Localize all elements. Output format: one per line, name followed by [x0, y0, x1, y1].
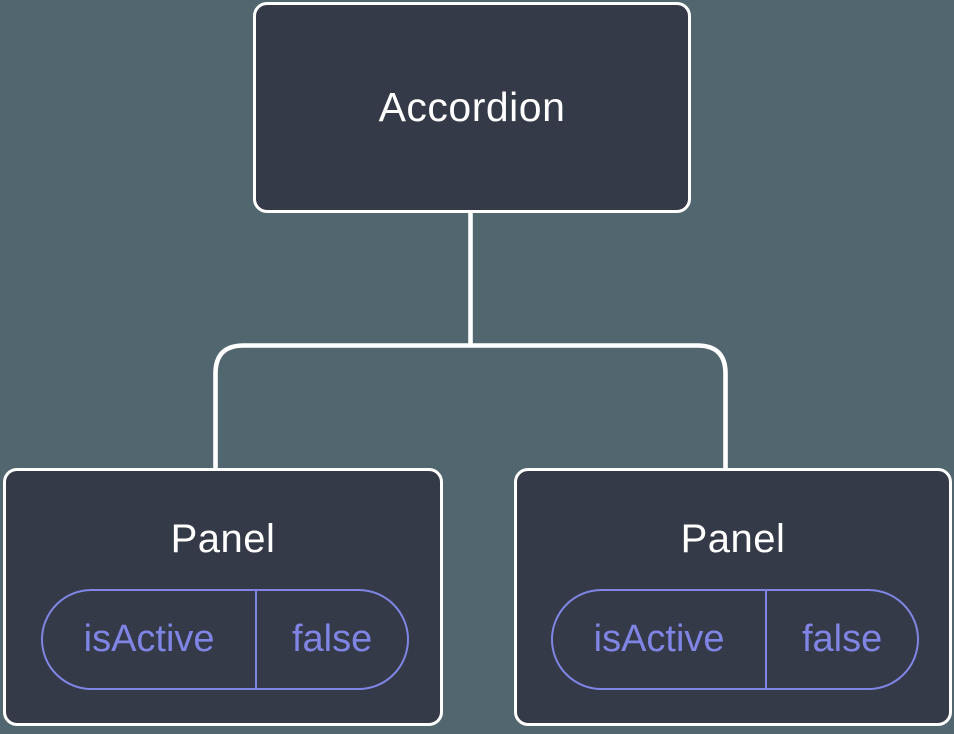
accordion-node: Accordion [253, 2, 691, 213]
state-name: isActive [43, 591, 258, 688]
accordion-node-label: Accordion [378, 84, 566, 130]
panel-node-label: Panel [680, 517, 786, 561]
state-value: false [291, 618, 373, 660]
connector-bracket [213, 343, 728, 468]
state-pill: isActive false [551, 589, 919, 690]
state-value: false [801, 618, 883, 660]
panel-node-label: Panel [170, 517, 276, 561]
panel-node-left: Panel isActive false [3, 468, 443, 726]
state-pill: isActive false [41, 589, 409, 690]
state-name: isActive [553, 591, 768, 688]
panel-node-right: Panel isActive false [514, 468, 952, 726]
